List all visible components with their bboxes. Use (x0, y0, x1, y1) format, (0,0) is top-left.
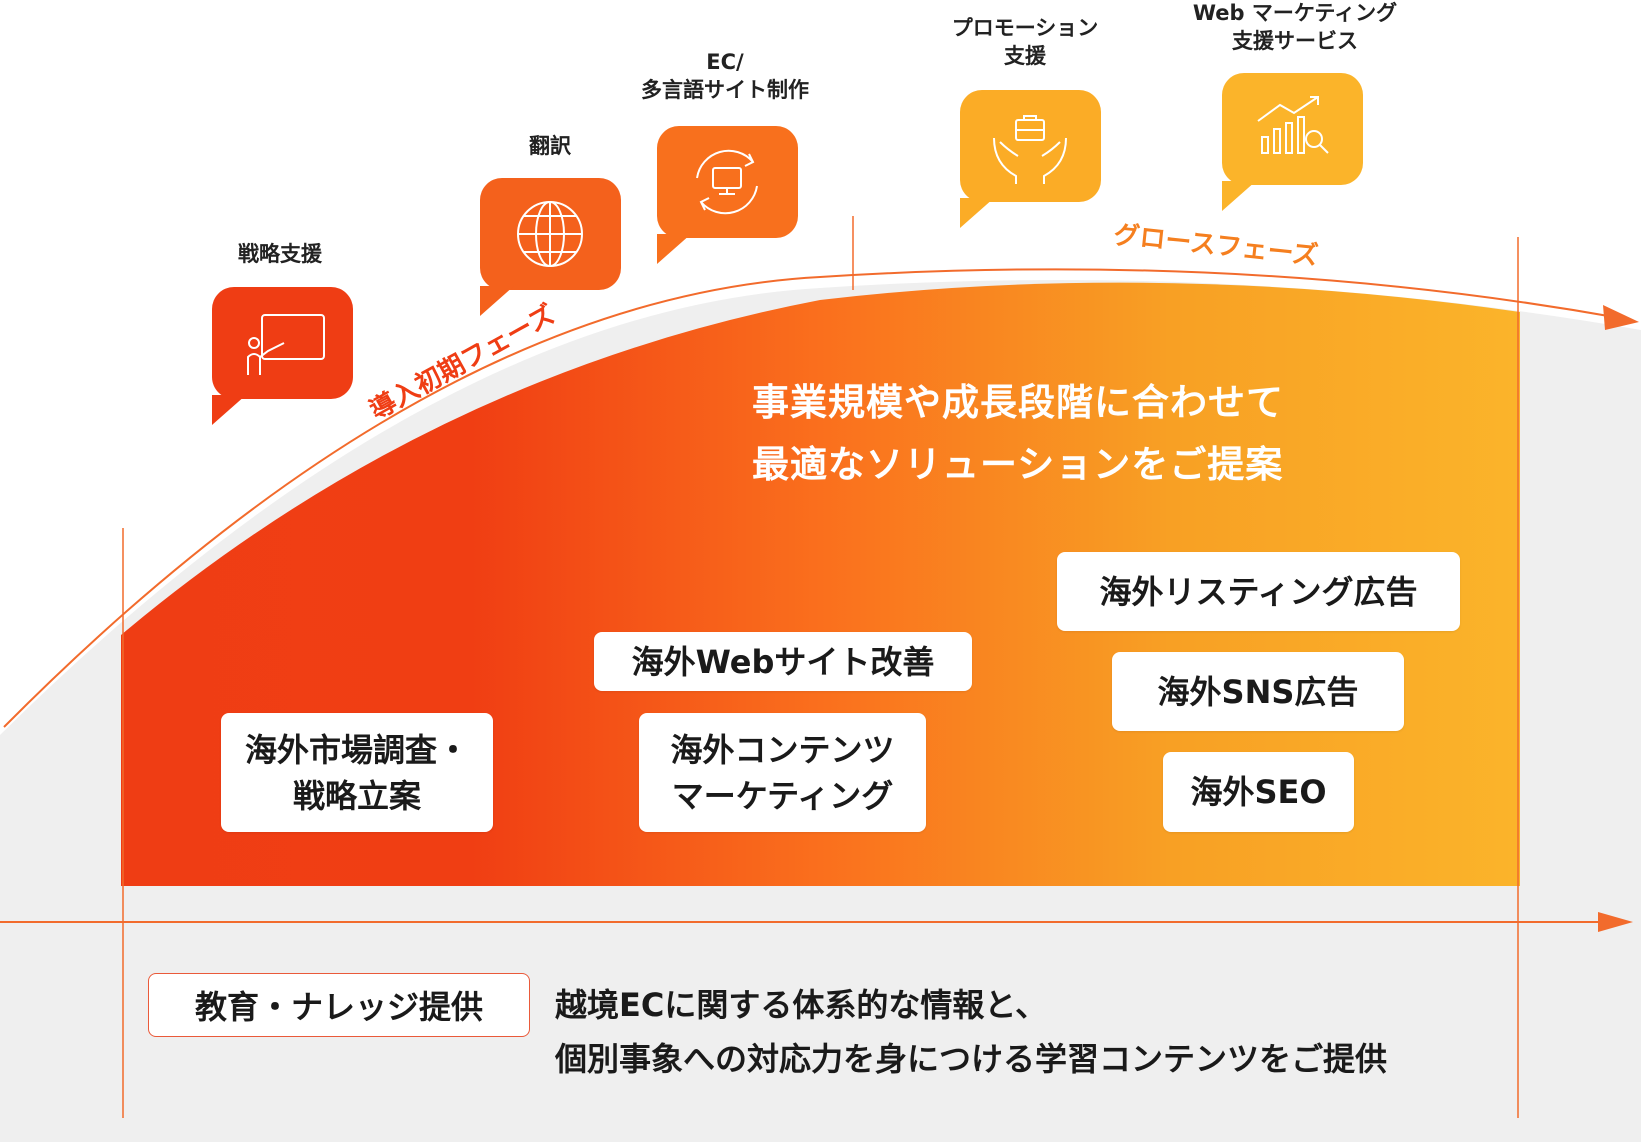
service-bubble-strategy (212, 287, 353, 425)
bubble-tail (1222, 181, 1256, 211)
service-label-promotion: プロモーション 支援 (951, 16, 1099, 68)
card-content-marketing: 海外コンテンツ マーケティング (639, 713, 926, 832)
education-label-box: 教育・ナレッジ提供 (148, 973, 530, 1037)
headline: 事業規模や成長段階に合わせて 最適なソリューションをご提案 (752, 372, 1284, 496)
service-label-translation: 翻訳 (529, 134, 571, 158)
card-sns-ads: 海外SNS広告 (1112, 652, 1404, 731)
card-listing-ads: 海外リスティング広告 (1057, 552, 1460, 631)
growth-curve (3, 268, 1621, 728)
monitor-refresh-icon (696, 149, 758, 215)
education-line-1: 越境ECに関する体系的な情報と、 (555, 986, 1048, 1024)
service-bubble-translation (480, 178, 621, 316)
presentation-board-icon (247, 314, 325, 375)
education-line-2: 個別事象への対応力を身につける学習コンテンツをご提供 (555, 1040, 1388, 1078)
growth-chart-search-icon (1257, 96, 1329, 154)
bubble-tail (960, 198, 994, 228)
headline-line-2: 最適なソリューションをご提案 (752, 443, 1284, 486)
education-description: 越境ECに関する体系的な情報と、 個別事象への対応力を身につける学習コンテンツを… (555, 978, 1387, 1086)
service-label-web-marketing: Web マーケティング 支援サービス (1192, 1, 1398, 53)
growth-curve-arrowhead (1603, 305, 1639, 330)
card-seo: 海外SEO (1163, 752, 1354, 832)
hands-briefcase-icon (993, 115, 1067, 184)
bubble-tail (657, 234, 691, 264)
bubble-tail (480, 286, 514, 316)
card-market-research: 海外市場調査・ 戦略立案 (221, 713, 493, 832)
service-bubble-web-marketing (1222, 73, 1363, 211)
headline-line-1: 事業規模や成長段階に合わせて (752, 381, 1284, 424)
service-bubble-promotion (960, 90, 1101, 228)
service-label-ec-site: EC/ 多言語サイト制作 (641, 50, 809, 102)
card-web-improvement: 海外Webサイト改善 (594, 632, 972, 691)
bubble-tail (212, 395, 246, 425)
globe-icon (517, 201, 583, 267)
timeline-arrowhead (1598, 912, 1633, 932)
service-label-strategy: 戦略支援 (238, 242, 322, 266)
service-bubble-ec-site (657, 126, 798, 264)
